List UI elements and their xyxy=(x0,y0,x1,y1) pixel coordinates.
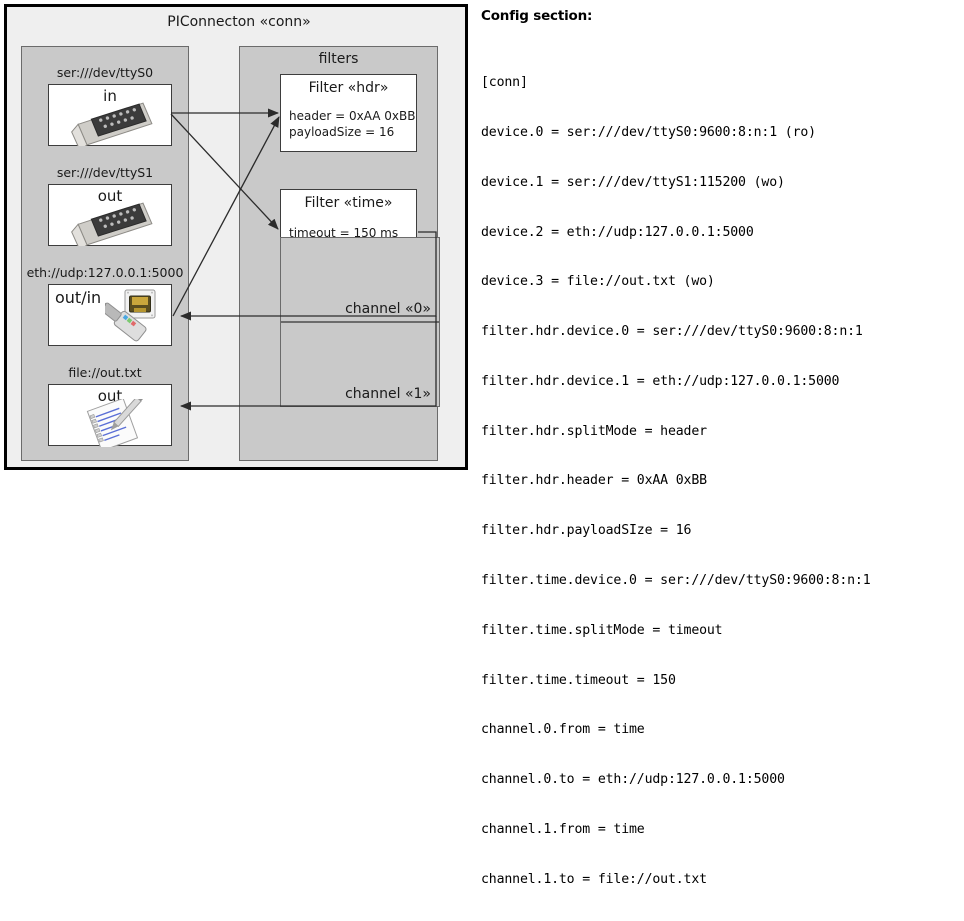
device-box-eth[interactable]: out/in xyxy=(48,284,172,346)
ethernet-plug-icon xyxy=(105,289,156,342)
filter-hdr-attr-payloadsize: payloadSize = 16 xyxy=(289,125,395,139)
device-box-ttys0[interactable]: in xyxy=(48,84,172,146)
device-direction-ttys0: in xyxy=(103,87,117,105)
config-section: Config section: [conn] device.0 = ser://… xyxy=(481,8,959,921)
config-lines: [conn] device.0 = ser:///dev/ttyS0:9600:… xyxy=(481,42,959,921)
device-label-eth: eth://udp:127.0.0.1:5000 xyxy=(26,265,184,280)
config-line: filter.hdr.device.1 = eth://udp:127.0.0.… xyxy=(481,373,840,389)
config-line: channel.0.from = time xyxy=(481,722,645,738)
config-line: channel.0.to = eth://udp:127.0.0.1:5000 xyxy=(481,772,785,788)
config-line: filter.time.timeout = 150 xyxy=(481,672,676,688)
filter-box-hdr[interactable]: Filter «hdr» header = 0xAA 0xBB payloadS… xyxy=(280,74,417,152)
device-box-file[interactable]: out xyxy=(48,384,172,447)
filter-time-title: Filter «time» xyxy=(304,195,393,211)
channel-box-1[interactable]: channel «1» xyxy=(280,322,440,407)
channel-1-label: channel «1» xyxy=(345,386,431,402)
config-line: filter.time.device.0 = ser:///dev/ttyS0:… xyxy=(481,573,871,588)
config-line: filter.hdr.header = 0xAA 0xBB xyxy=(481,473,707,489)
serial-port-icon xyxy=(71,202,153,246)
piconnector-diagram: PIConnecton «conn» ser:///dev/ttyS0 in xyxy=(4,4,468,470)
filters-panel-title: filters xyxy=(318,51,359,67)
config-line: filter.hdr.device.0 = ser:///dev/ttyS0:9… xyxy=(481,324,863,340)
config-line: filter.hdr.splitMode = header xyxy=(481,423,707,439)
filter-hdr-attr-header: header = 0xAA 0xBB xyxy=(289,109,416,123)
config-line: device.2 = eth://udp:127.0.0.1:5000 xyxy=(481,224,754,240)
channel-0-label: channel «0» xyxy=(345,301,431,317)
devices-panel: ser:///dev/ttyS0 in xyxy=(21,46,189,461)
config-line: device.3 = file://out.txt (wo) xyxy=(481,274,715,290)
config-line: filter.hdr.payloadSIze = 16 xyxy=(481,523,692,539)
channel-box-0[interactable]: channel «0» xyxy=(280,237,440,322)
config-line: device.1 = ser:///dev/ttyS1:115200 (wo) xyxy=(481,174,785,190)
config-line: device.0 = ser:///dev/ttyS0:9600:8:n:1 (… xyxy=(481,124,816,140)
text-file-icon xyxy=(86,399,144,447)
diagram-title: PIConnecton «conn» xyxy=(167,14,311,30)
device-label-ttys1: ser:///dev/ttyS1 xyxy=(56,165,154,180)
device-label-ttys0: ser:///dev/ttyS0 xyxy=(56,65,154,80)
screenshot-root: PIConnecton «conn» ser:///dev/ttyS0 in xyxy=(4,4,871,887)
device-box-ttys1[interactable]: out xyxy=(48,184,172,246)
device-direction-ttys1: out xyxy=(97,187,123,205)
config-line: channel.1.to = file://out.txt xyxy=(481,871,707,887)
device-label-file: file://out.txt xyxy=(68,365,142,380)
filter-hdr-title: Filter «hdr» xyxy=(308,80,389,96)
filters-panel: filters Filter «hdr» header = 0xAA 0xBB … xyxy=(239,46,440,461)
config-line: filter.time.splitMode = timeout xyxy=(481,622,723,638)
config-line: channel.1.from = time xyxy=(481,821,645,837)
config-heading: Config section: xyxy=(481,8,593,24)
config-line: [conn] xyxy=(481,75,528,91)
serial-port-icon xyxy=(71,102,153,146)
device-direction-eth: out/in xyxy=(55,288,102,307)
